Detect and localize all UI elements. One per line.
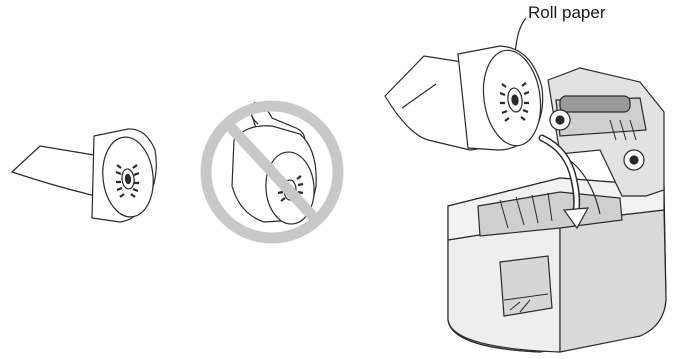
correct-roll-orientation <box>12 129 157 222</box>
roll-paper-label: Roll paper <box>528 3 606 23</box>
roll-paper-illustration <box>385 46 546 150</box>
front-slot <box>500 256 552 316</box>
